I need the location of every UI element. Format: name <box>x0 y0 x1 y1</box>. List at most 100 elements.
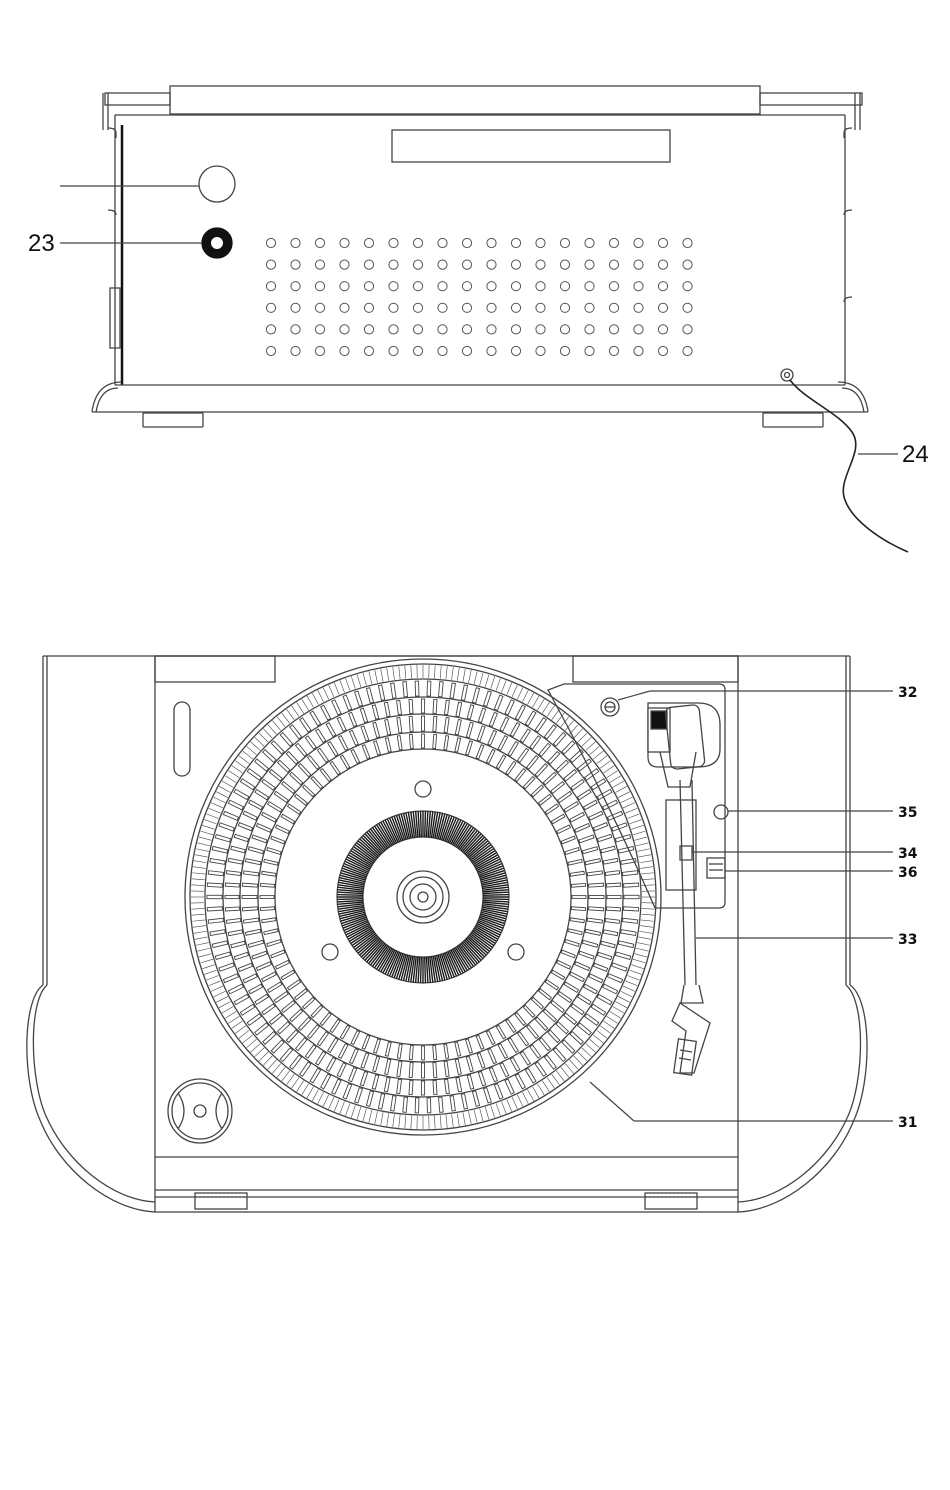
platter-edge-tick <box>363 1109 366 1122</box>
strobe-mark <box>505 700 514 715</box>
platter-edge-tick <box>507 1099 512 1111</box>
strobe-mark <box>225 883 239 887</box>
grille-hole <box>585 282 594 291</box>
strobe-mark <box>570 871 584 876</box>
strobe-mark <box>621 930 636 936</box>
strobe-mark <box>466 722 473 737</box>
strobe-mark <box>409 1063 413 1078</box>
strobe-mark <box>373 1056 380 1071</box>
strobe-mark <box>525 711 536 726</box>
strobe-mark <box>234 952 248 959</box>
strobe-mark <box>271 950 285 958</box>
grille-hole <box>462 282 471 291</box>
strobe-mark <box>337 1063 346 1077</box>
platter-edge-tick <box>485 675 489 687</box>
platter-edge-tick <box>639 931 652 933</box>
grille-hole <box>389 282 398 291</box>
strobe-mark <box>556 1022 568 1034</box>
platter-edge-tick <box>615 786 626 792</box>
platter-edge-tick <box>542 1081 549 1092</box>
callout-label-34: 34 <box>898 846 918 862</box>
strobe-mark <box>605 918 619 923</box>
grille-hole <box>413 303 422 312</box>
strobe-mark <box>360 1072 367 1086</box>
platter-edge-tick <box>586 1044 596 1053</box>
strobe-mark <box>326 1057 336 1071</box>
strobe-mark <box>242 896 257 899</box>
grille-hole <box>634 282 643 291</box>
grille-hole <box>438 346 447 355</box>
grille-hole <box>536 238 545 247</box>
grille-hole <box>462 238 471 247</box>
strobe-mark <box>433 734 437 748</box>
strobe-mark <box>397 1079 402 1093</box>
strobe-mark <box>247 769 261 781</box>
strobe-mark <box>267 848 281 855</box>
strobe-mark <box>578 1023 592 1035</box>
strobe-mark <box>478 708 485 722</box>
strobe-mark <box>466 741 473 755</box>
platter-edge-tick <box>216 792 228 798</box>
grille-hole <box>683 325 692 334</box>
strobe-mark <box>518 1032 529 1046</box>
platter-edge-tick <box>247 746 257 754</box>
back-view-leaders <box>60 186 898 454</box>
strobe-mark <box>562 741 575 754</box>
strobe-mark <box>477 1053 485 1068</box>
strobe-mark <box>489 1067 497 1081</box>
strobe-mark <box>544 725 556 739</box>
platter-edge-tick <box>199 837 212 840</box>
strobe-mark <box>589 896 604 899</box>
strobe-mark <box>551 1001 565 1013</box>
strobe-mark <box>360 708 367 722</box>
strobe-mark <box>409 1081 413 1095</box>
grille-hole <box>291 303 300 312</box>
strobe-mark <box>589 907 604 911</box>
grille-hole <box>438 282 447 291</box>
strobe-mark <box>422 1046 425 1060</box>
strobe-mark <box>384 1077 390 1091</box>
strobe-mark <box>262 918 276 923</box>
grille-hole <box>634 238 643 247</box>
strobe-mark <box>561 950 575 958</box>
callout-label-24: 24 <box>902 441 929 468</box>
grille-hole <box>340 282 349 291</box>
grille-hole <box>462 346 471 355</box>
platter-edge-tick <box>537 1084 544 1095</box>
platter-edge-tick <box>225 1011 236 1018</box>
strobe-mark <box>530 1045 541 1058</box>
strobe-mark <box>571 1004 584 1015</box>
strobe-mark <box>210 930 225 936</box>
strobe-mark <box>589 811 603 820</box>
platter-edge-tick <box>641 920 654 921</box>
strobe-mark <box>472 1091 479 1106</box>
platter-edge-tick <box>446 1115 447 1128</box>
platter-edge-tick <box>243 751 253 759</box>
grille-hole <box>462 303 471 312</box>
strobe-mark <box>228 858 242 864</box>
strobe-mark <box>488 1049 497 1064</box>
strobe-mark <box>361 726 369 741</box>
platter-edge-tick <box>638 937 651 939</box>
strobe-mark <box>372 705 379 719</box>
grille-hole <box>291 260 300 269</box>
platter-edge-tick <box>232 1021 243 1028</box>
strobe-mark <box>587 871 602 876</box>
platter-edge-tick <box>547 706 554 717</box>
strobe-mark <box>577 790 591 800</box>
platter-edge-tick <box>268 725 277 735</box>
grille-hole <box>413 346 422 355</box>
grille-hole <box>585 325 594 334</box>
strobe-mark <box>308 1025 320 1039</box>
strobe-mark <box>564 802 578 812</box>
platter-edge-tick <box>629 970 641 974</box>
strobe-mark <box>520 729 530 743</box>
grille-hole <box>609 325 618 334</box>
strobe-mark <box>271 1040 284 1053</box>
strobe-mark <box>444 717 449 732</box>
strobe-mark <box>575 962 590 971</box>
strobe-mark <box>422 734 425 748</box>
grille-hole <box>585 238 594 247</box>
strobe-mark <box>362 745 370 759</box>
platter-edge-tick <box>228 771 239 778</box>
